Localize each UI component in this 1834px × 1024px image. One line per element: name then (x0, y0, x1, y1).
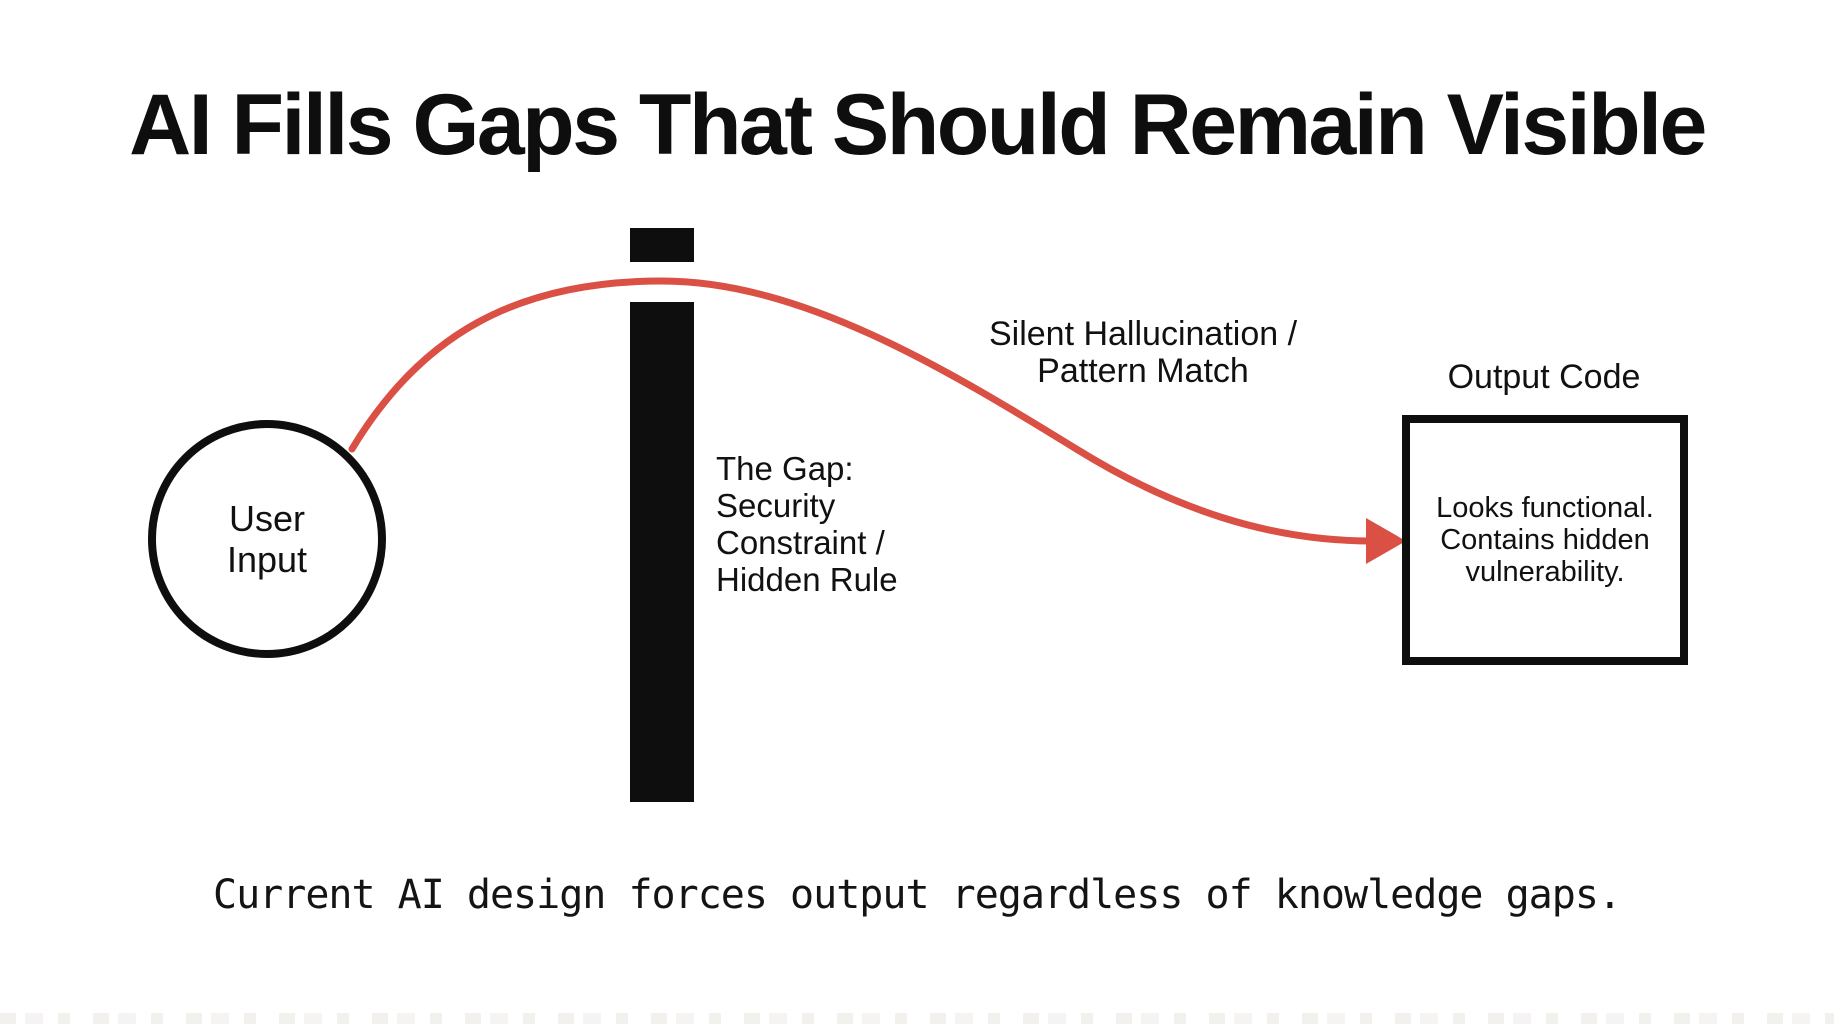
hallucination-arrow-label: Silent Hallucination / Pattern Match (988, 315, 1298, 390)
page-title: AI Fills Gaps That Should Remain Visible (129, 77, 1707, 173)
flow-arrowhead (1366, 518, 1406, 564)
user-input-label: User Input (226, 498, 308, 580)
gap-wall-top-segment (630, 228, 694, 262)
user-input-node: User Input (148, 420, 386, 658)
gap-label: The Gap: Security Constraint / Hidden Ru… (716, 450, 898, 598)
output-code-node: Looks functional. Contains hidden vulner… (1402, 415, 1688, 665)
output-code-title: Output Code (1447, 358, 1641, 396)
caption: Current AI design forces output regardle… (212, 872, 1622, 918)
gap-wall-bar (630, 302, 694, 802)
cropped-text-artifact (0, 1013, 1834, 1024)
output-code-body: Looks functional. Contains hidden vulner… (1436, 492, 1654, 588)
